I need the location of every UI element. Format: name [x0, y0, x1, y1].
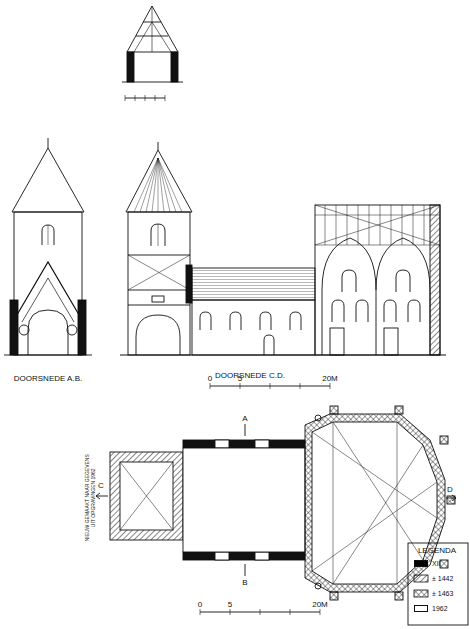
- legend-swatch: [414, 560, 428, 567]
- scale-number: 20M: [322, 375, 338, 383]
- section-title: DOORSNEDE C.D.: [215, 372, 285, 380]
- legend-text: 1962: [432, 605, 448, 612]
- legend-swatch: [414, 605, 428, 612]
- legend-swatch: [414, 590, 428, 597]
- legend-text: XII: [432, 560, 441, 567]
- line-work: [4, 6, 468, 625]
- scale-number: 20M: [312, 601, 328, 609]
- section-marker: B: [242, 579, 247, 587]
- section-marker: C: [98, 482, 104, 490]
- scale-number: 5: [238, 375, 242, 383]
- legend-title: LEGENDA: [418, 547, 456, 555]
- legend-text: ± 1442: [432, 575, 453, 582]
- note-text: NIEUW GEMAAKT NAAR GEGEVENS UIT OPGRAVIN…: [85, 452, 97, 544]
- legend-swatch: [414, 575, 428, 582]
- scale-number: 0: [208, 375, 212, 383]
- scale-number: 0: [198, 601, 202, 609]
- legend-text: ± 1463: [432, 590, 453, 597]
- section-marker: A: [242, 415, 247, 423]
- section-title: DOORSNEDE A.B.: [14, 375, 82, 383]
- section-marker: D: [447, 486, 453, 494]
- scale-number: 5: [228, 601, 232, 609]
